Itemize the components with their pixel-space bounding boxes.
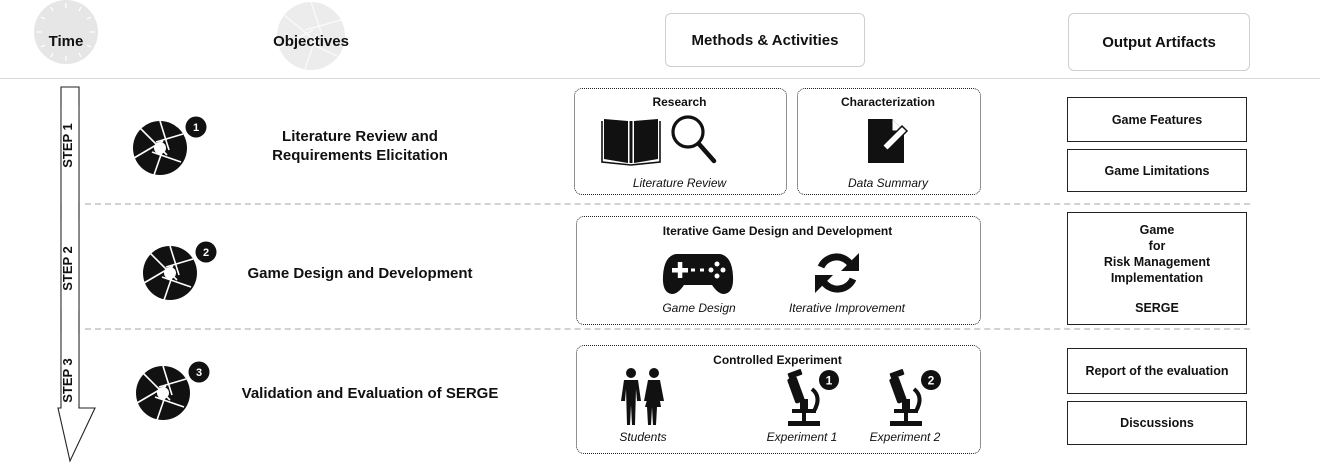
output-report: Report of the evaluation bbox=[1067, 348, 1247, 394]
methods-header-label: Methods & Activities bbox=[691, 31, 839, 49]
characterization-caption: Data Summary bbox=[847, 176, 929, 190]
output-game-features: Game Features bbox=[1067, 97, 1247, 142]
output-game-features-label: Game Features bbox=[1111, 112, 1203, 127]
objective-2-title: Game Design and Development bbox=[247, 265, 473, 282]
objective-1-line-2: Requirements Elicitation bbox=[272, 147, 448, 164]
timeline-arrow bbox=[57, 86, 96, 463]
output-serge-line-4: Implementation bbox=[1110, 270, 1204, 285]
output-report-label: Report of the evaluation bbox=[1085, 364, 1229, 378]
step-divider-2 bbox=[85, 328, 1250, 330]
time-header: Time bbox=[48, 33, 84, 50]
microscope-1-icon: 1 bbox=[787, 369, 839, 426]
objective-3-title: Validation and Evaluation of SERGE bbox=[241, 385, 499, 402]
outputs-header: Output Artifacts bbox=[1068, 13, 1250, 71]
objective-1-badge: 1 bbox=[193, 122, 199, 134]
header-divider bbox=[0, 78, 1320, 79]
students-caption: Students bbox=[619, 430, 667, 444]
step-3-label: STEP 3 bbox=[59, 358, 75, 403]
methods-header: Methods & Activities bbox=[665, 13, 865, 67]
step-2-label: STEP 2 bbox=[59, 246, 75, 291]
magnifier-icon bbox=[671, 115, 717, 164]
research-caption: Literature Review bbox=[632, 176, 727, 190]
experiment-2-badge: 2 bbox=[928, 374, 935, 388]
experiment-2-caption: Experiment 2 bbox=[869, 430, 941, 444]
output-serge-line-1: Game bbox=[1139, 222, 1175, 237]
clock-icon bbox=[34, 0, 98, 64]
refresh-icon bbox=[815, 253, 859, 293]
design-dev-title: Iterative Game Design and Development bbox=[662, 224, 893, 238]
output-serge-line-2: for bbox=[1148, 238, 1166, 253]
output-serge-game: Game for Risk Management Implementation … bbox=[1067, 212, 1247, 325]
step-divider-1 bbox=[85, 203, 1250, 205]
book-icon bbox=[601, 119, 661, 166]
output-serge-name: SERGE bbox=[1135, 300, 1179, 315]
design-dev-box bbox=[576, 216, 981, 325]
objective-2-aperture-icon: 2 bbox=[143, 239, 219, 301]
objective-2-badge: 2 bbox=[203, 247, 209, 259]
output-discussions: Discussions bbox=[1067, 401, 1247, 445]
people-icon bbox=[621, 368, 664, 425]
characterization-box bbox=[797, 88, 981, 195]
controlled-experiment-box bbox=[576, 345, 981, 454]
aperture-icon bbox=[277, 1, 345, 70]
objective-1-title: Literature Review and Requirements Elici… bbox=[245, 127, 475, 165]
objective-1-aperture-icon: 1 bbox=[133, 114, 209, 176]
output-serge-line-3: Risk Management bbox=[1103, 254, 1211, 269]
step-1-label: STEP 1 bbox=[59, 123, 75, 168]
outputs-header-label: Output Artifacts bbox=[1102, 33, 1216, 51]
microscope-2-icon: 2 bbox=[889, 369, 941, 426]
experiment-1-caption: Experiment 1 bbox=[766, 430, 838, 444]
output-game-limitations-label: Game Limitations bbox=[1104, 163, 1210, 178]
objectives-header: Objectives bbox=[273, 33, 349, 50]
document-pen-icon bbox=[868, 119, 909, 163]
characterization-title: Characterization bbox=[840, 95, 936, 109]
iterative-improvement-caption: Iterative Improvement bbox=[788, 301, 906, 315]
game-design-caption: Game Design bbox=[662, 301, 736, 315]
objective-1-line-1: Literature Review and bbox=[282, 128, 438, 145]
controlled-experiment-title: Controlled Experiment bbox=[713, 353, 842, 367]
gamepad-icon bbox=[662, 254, 734, 294]
research-title: Research bbox=[652, 95, 707, 109]
output-discussions-label: Discussions bbox=[1120, 416, 1194, 430]
objective-3-aperture-icon: 3 bbox=[136, 359, 212, 421]
objective-3-badge: 3 bbox=[196, 367, 202, 379]
experiment-1-badge: 1 bbox=[826, 374, 833, 388]
output-game-limitations: Game Limitations bbox=[1067, 149, 1247, 192]
